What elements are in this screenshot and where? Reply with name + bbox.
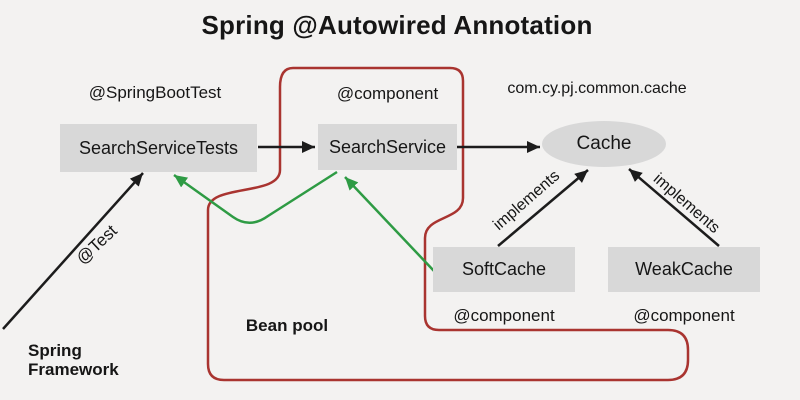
- node-cache: Cache: [542, 121, 666, 167]
- spring-framework-line1: Spring: [28, 341, 82, 360]
- page-title: Spring @Autowired Annotation: [201, 10, 593, 40]
- arrow-service-injection: [173, 170, 338, 224]
- spring-framework-label: Spring Framework: [28, 341, 119, 379]
- node-softcache: SoftCache: [433, 247, 575, 292]
- annotation-cache-package: com.cy.pj.common.cache: [507, 80, 687, 97]
- node-weakcache-label: WeakCache: [635, 259, 733, 279]
- node-cache-label: Cache: [576, 133, 632, 154]
- annotation-component-searchservice: @component: [336, 84, 439, 103]
- edge-label-implements-left: implements: [490, 167, 564, 234]
- annotation-springboottest: @SpringBootTest: [88, 83, 222, 102]
- node-weakcache: WeakCache: [608, 247, 760, 292]
- node-searchservice-label: SearchService: [328, 136, 447, 157]
- annotation-component-weakcache: @component: [633, 306, 735, 325]
- node-softcache-label: SoftCache: [461, 259, 547, 279]
- arrow-softcache-injection: [344, 176, 435, 272]
- node-searchservicetests: SearchServiceTests: [60, 124, 257, 172]
- arrow-weakcache-implements: [628, 168, 720, 247]
- edge-label-test: @Test: [72, 221, 121, 269]
- arrow-test-annotation: [2, 172, 144, 330]
- bean-pool-label: Bean pool: [245, 316, 329, 335]
- edge-label-implements-right: implements: [649, 170, 723, 237]
- node-searchservice: SearchService: [318, 124, 457, 170]
- spring-framework-line2: Framework: [28, 360, 119, 379]
- annotation-component-softcache: @component: [453, 306, 555, 325]
- node-searchservicetests-label: SearchServiceTests: [78, 137, 239, 158]
